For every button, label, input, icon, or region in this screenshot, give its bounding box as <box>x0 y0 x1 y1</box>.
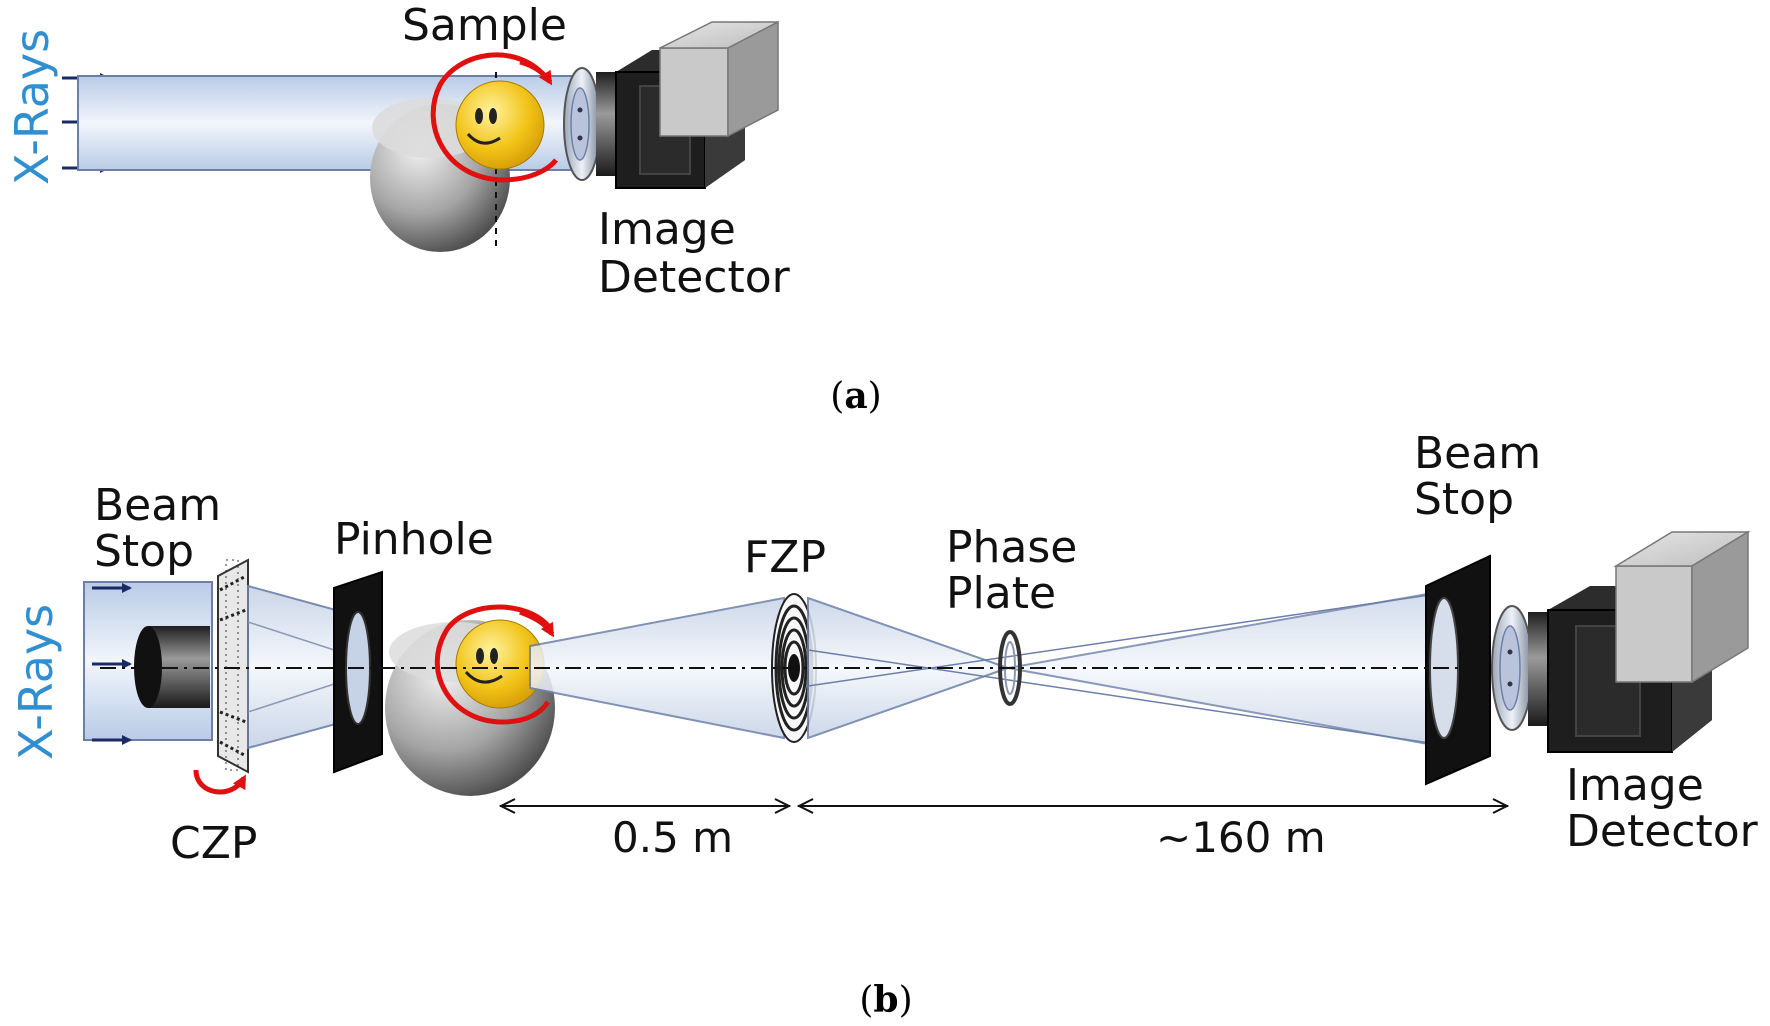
panel-b-objective-cone <box>529 596 785 740</box>
panel-a-detector-lens <box>563 67 601 181</box>
panel-a-sample-ball <box>455 80 545 170</box>
panel-b-beam-stop-right <box>1425 554 1491 786</box>
panel-b-caption: (b) <box>859 979 912 1021</box>
panel-b-detector-lens <box>1491 605 1533 731</box>
panel-b-distance-1-label: 0.5 m <box>612 813 733 862</box>
panel-a-xray-label: X-Rays <box>5 29 59 185</box>
panel-a-caption: (a) <box>830 375 881 417</box>
panel-b-beam-stop-right-label-line2: Stop <box>1414 474 1514 525</box>
panel-b-czp <box>217 558 249 774</box>
panel-b-beam-stop-left-label-line1: Beam <box>94 480 221 531</box>
panel-b-xray-label: X-Rays <box>9 604 63 760</box>
panel-b-pinhole-label: Pinhole <box>334 514 494 565</box>
panel-a-image-detector <box>615 20 779 189</box>
panel-b-fzp-label: FZP <box>744 532 826 583</box>
panel-b-distance-2-label: ~160 m <box>1156 813 1326 862</box>
panel-b-phase-plate-label-line2: Plate <box>946 568 1056 619</box>
panel-a-detector-label-line2: Detector <box>598 252 791 303</box>
panel-b-phase-plate-label-line1: Phase <box>946 522 1077 573</box>
panel-b-image-detector <box>1547 530 1751 753</box>
panel-b-xray-arrows <box>92 583 132 745</box>
panel-b-beam-stop-right-label-line1: Beam <box>1414 428 1541 479</box>
panel-a-rotation-arrow <box>430 52 558 183</box>
panel-b-czp-rotation-arrow <box>193 769 247 795</box>
panel-b-beam-stop-left <box>134 626 210 708</box>
panel-b-detector-label-line2: Detector <box>1566 806 1759 857</box>
panel-b-detector-label-line1: Image <box>1566 760 1704 811</box>
panel-a-sample-label: Sample <box>402 0 567 51</box>
panel-b-rotation-arrow <box>434 604 552 725</box>
panel-b: X-Rays <box>9 428 1759 1021</box>
panel-a: X-Rays <box>5 0 882 417</box>
panel-a-detector-label-line1: Image <box>598 204 736 255</box>
panel-b-beam-stop-left-label-line2: Stop <box>94 526 194 577</box>
panel-b-czp-label: CZP <box>170 818 257 869</box>
panel-b-pinhole <box>333 570 383 774</box>
